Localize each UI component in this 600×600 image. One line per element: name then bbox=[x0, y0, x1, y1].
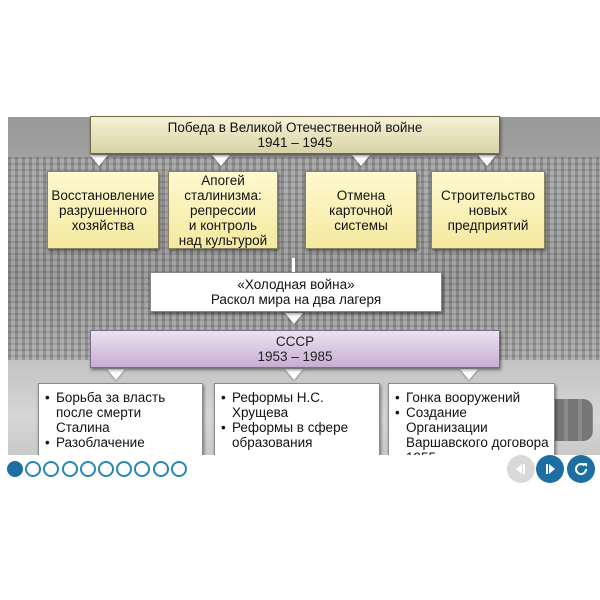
list-item: Борьба за власть после смерти Сталина bbox=[45, 390, 198, 435]
arrow-down bbox=[212, 155, 230, 166]
pagination-dot[interactable] bbox=[43, 461, 60, 477]
next-slide-button[interactable] bbox=[536, 455, 564, 483]
branch-line: хозяйства bbox=[71, 217, 135, 233]
arrow-down bbox=[285, 313, 303, 324]
pagination-dot[interactable] bbox=[116, 461, 133, 477]
pagination-dot[interactable] bbox=[152, 461, 169, 477]
bullet-list: Борьба за власть после смерти Сталина Ра… bbox=[45, 390, 198, 450]
branch-box-restoration: Восстановление разрушенного хозяйства bbox=[47, 171, 159, 249]
prev-slide-button[interactable] bbox=[507, 455, 535, 483]
top-box-victory: Победа в Великой Отечественной войне 194… bbox=[90, 116, 500, 154]
branch-line: предприятий bbox=[447, 217, 529, 233]
branch-line: системы bbox=[334, 217, 388, 233]
branch-line: разрушенного bbox=[58, 202, 148, 218]
bullet-list: Гонка вооружений Создание Организации Ва… bbox=[395, 390, 550, 465]
branch-box-ration-cards: Отмена карточной системы bbox=[305, 171, 417, 249]
list-item: Гонка вооружений bbox=[395, 390, 550, 405]
box-cold-war: «Холодная война» Раскол мира на два лаге… bbox=[150, 272, 442, 312]
branch-line: карточной bbox=[329, 202, 393, 218]
branch-line: Восстановление bbox=[51, 187, 155, 203]
reload-button[interactable] bbox=[567, 455, 595, 483]
reload-icon bbox=[575, 463, 588, 476]
branch-line: над культурой bbox=[178, 232, 268, 248]
branch-line: сталинизма: bbox=[184, 187, 262, 203]
pagination-dot[interactable] bbox=[98, 461, 114, 477]
ussr-title: СССР bbox=[275, 334, 315, 349]
branch-line: Строительство bbox=[441, 187, 535, 203]
list-box-power-struggle: Борьба за власть после смерти Сталина Ра… bbox=[38, 383, 203, 455]
branch-line: новых bbox=[468, 202, 508, 218]
arrow-down bbox=[460, 369, 478, 380]
list-item: Реформы Н.С. Хрущева bbox=[221, 390, 375, 420]
branch-box-stalinism: Апогей сталинизма: репрессии и контроль … bbox=[168, 171, 278, 249]
arrow-down bbox=[107, 369, 125, 380]
connector-line bbox=[292, 258, 295, 272]
arrow-down bbox=[352, 155, 370, 166]
pagination-dot[interactable] bbox=[61, 461, 78, 477]
play-next-icon bbox=[546, 464, 555, 474]
pagination-dot[interactable] bbox=[79, 461, 96, 477]
arrow-down bbox=[478, 155, 496, 166]
list-item: Разоблачение bbox=[45, 435, 198, 450]
bullet-list: Реформы Н.С. Хрущева Реформы в сфере обр… bbox=[221, 390, 375, 450]
prev-icon bbox=[516, 464, 525, 474]
pagination-dot[interactable] bbox=[134, 461, 151, 477]
branch-line: и контроль bbox=[188, 217, 258, 233]
list-box-khrushchev-reforms: Реформы Н.С. Хрущева Реформы в сфере обр… bbox=[214, 383, 380, 455]
cold-war-title: «Холодная война» bbox=[237, 277, 355, 292]
list-box-arms-race: Гонка вооружений Создание Организации Ва… bbox=[388, 383, 555, 465]
box-ussr: СССР 1953 – 1985 bbox=[90, 330, 500, 368]
top-box-years: 1941 – 1945 bbox=[257, 135, 333, 150]
arrow-down bbox=[285, 369, 303, 380]
pagination-dot[interactable] bbox=[25, 461, 42, 477]
cold-war-subtitle: Раскол мира на два лагеря bbox=[210, 292, 382, 307]
branch-line: репрессии bbox=[190, 202, 256, 218]
pagination-dot[interactable] bbox=[7, 461, 23, 477]
pagination-dot[interactable] bbox=[170, 461, 187, 477]
branch-line: Отмена bbox=[336, 187, 386, 203]
ussr-years: 1953 – 1985 bbox=[257, 349, 333, 364]
branch-box-construction: Строительство новых предприятий bbox=[431, 171, 545, 249]
list-item: Реформы в сфере образования bbox=[221, 420, 375, 450]
branch-line: Апогей bbox=[201, 172, 245, 188]
top-box-title: Победа в Великой Отечественной войне bbox=[167, 120, 423, 135]
arrow-down bbox=[90, 155, 108, 166]
